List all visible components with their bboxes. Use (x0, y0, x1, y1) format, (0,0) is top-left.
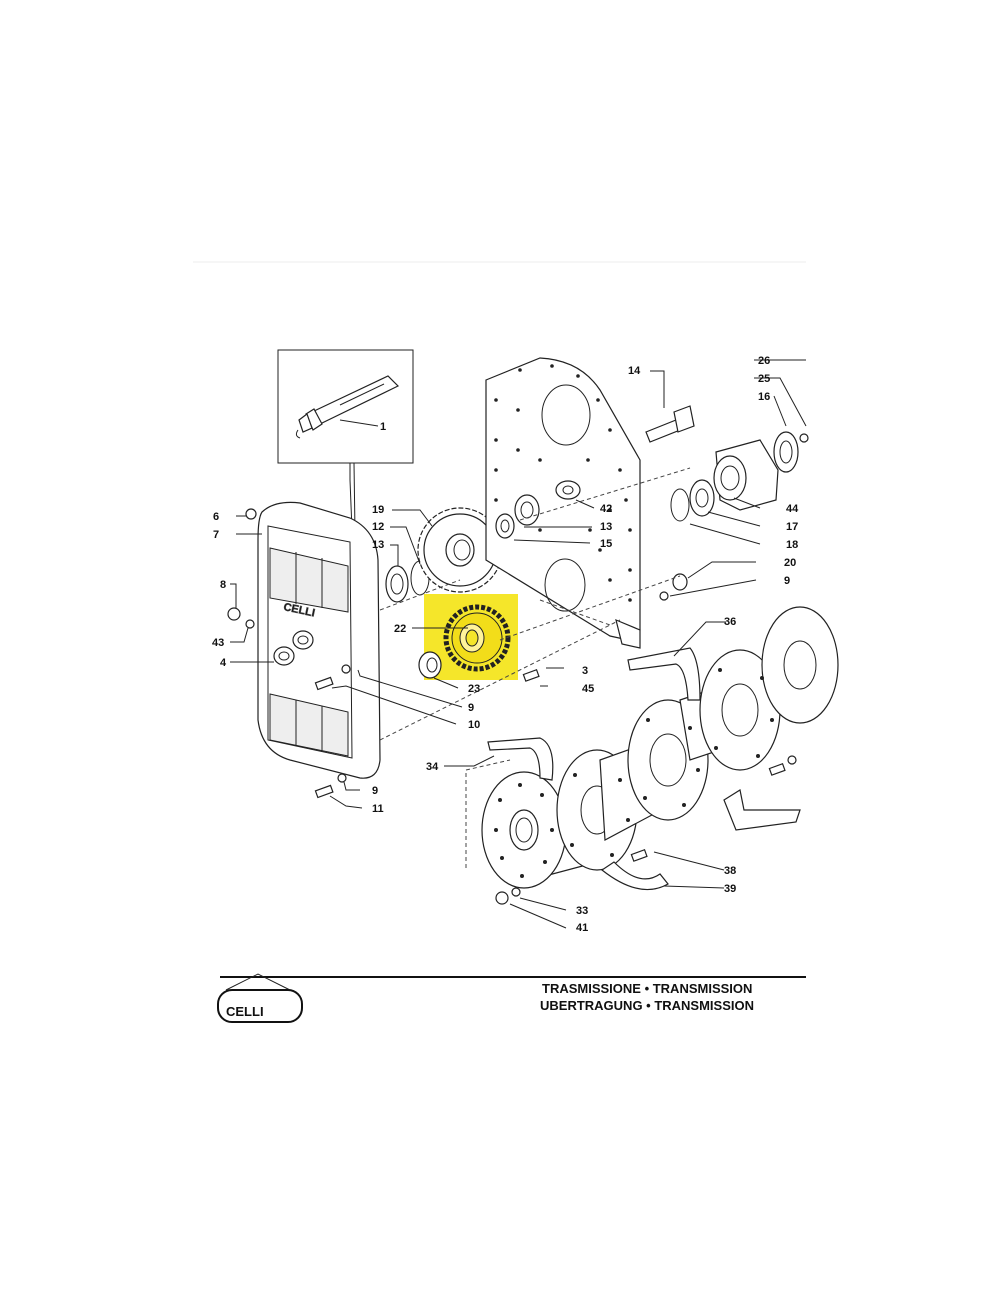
callout-10: 10 (468, 719, 480, 731)
sealant-inset (277, 349, 414, 533)
logo-roof-icon (225, 973, 291, 991)
callout-9-c: 9 (784, 575, 790, 587)
callout-12: 12 (372, 521, 384, 533)
callout-22: 22 (394, 623, 406, 635)
nut-20 (659, 573, 688, 601)
plate-holes (494, 364, 632, 602)
callout-7: 7 (213, 529, 219, 541)
callout-11: 11 (372, 803, 384, 815)
cover-nut-8 (227, 607, 241, 621)
callout-20: 20 (784, 557, 796, 569)
callout-13-a: 13 (372, 539, 384, 551)
gearbox-cover: CELLI (227, 501, 381, 779)
callout-19: 19 (372, 504, 384, 516)
logo-brand-text: CELLI (226, 1004, 264, 1019)
assembly-dashed-lines (379, 467, 691, 868)
gear-nut-23 (418, 651, 442, 679)
cover-nut-6 (245, 508, 257, 520)
callout-39: 39 (724, 883, 736, 895)
callout-38: 38 (724, 865, 736, 877)
callout-17: 17 (786, 521, 798, 533)
main-plate (485, 357, 641, 649)
callout-1: 1 (380, 421, 386, 433)
rotor-flange-holes (494, 668, 774, 878)
callout-23: 23 (468, 683, 480, 695)
callout-25: 25 (758, 373, 770, 385)
callout-6: 6 (213, 511, 219, 523)
callout-18: 18 (786, 539, 798, 551)
callout-33: 33 (576, 905, 588, 917)
highlighted-gear-22 (424, 594, 518, 680)
sealant-tube-icon (295, 375, 400, 439)
callout-36: 36 (724, 616, 736, 628)
bolt-14 (645, 405, 695, 443)
footer-title-line2: UBERTRAGUNG • TRANSMISSION (540, 998, 754, 1013)
callout-15: 15 (600, 538, 612, 550)
callout-34: 34 (426, 761, 439, 773)
callout-45: 45 (582, 683, 594, 695)
brand-logo: CELLI (217, 973, 303, 1023)
small-parts-3-45 (522, 656, 554, 682)
callout-3: 3 (582, 665, 588, 677)
leader-lines (230, 359, 807, 929)
rotor-assembly (481, 606, 839, 889)
callout-9-b: 9 (372, 785, 378, 797)
callout-16: 16 (758, 391, 770, 403)
callout-4: 4 (220, 657, 227, 669)
plate-bearings (495, 494, 540, 539)
right-bearing-housing (670, 431, 809, 522)
rotor-blades (487, 647, 801, 891)
callout-14: 14 (628, 365, 641, 377)
callout-13-b: 13 (600, 521, 612, 533)
callout-41: 41 (576, 922, 588, 934)
callout-42: 42 (600, 503, 612, 515)
callout-8: 8 (220, 579, 226, 591)
cover-screws (314, 664, 351, 799)
callout-labels: 1 3 4 6 7 8 9 9 9 10 11 12 13 13 14 15 1… (212, 355, 799, 934)
callout-43: 43 (212, 637, 224, 649)
callout-44: 44 (786, 503, 799, 515)
cover-washer-43 (245, 619, 255, 629)
footer-title-line1: TRASMISSIONE • TRANSMISSION (542, 981, 752, 996)
callout-26: 26 (758, 355, 770, 367)
callout-9-a: 9 (468, 702, 474, 714)
rotor-fasteners (495, 755, 797, 905)
